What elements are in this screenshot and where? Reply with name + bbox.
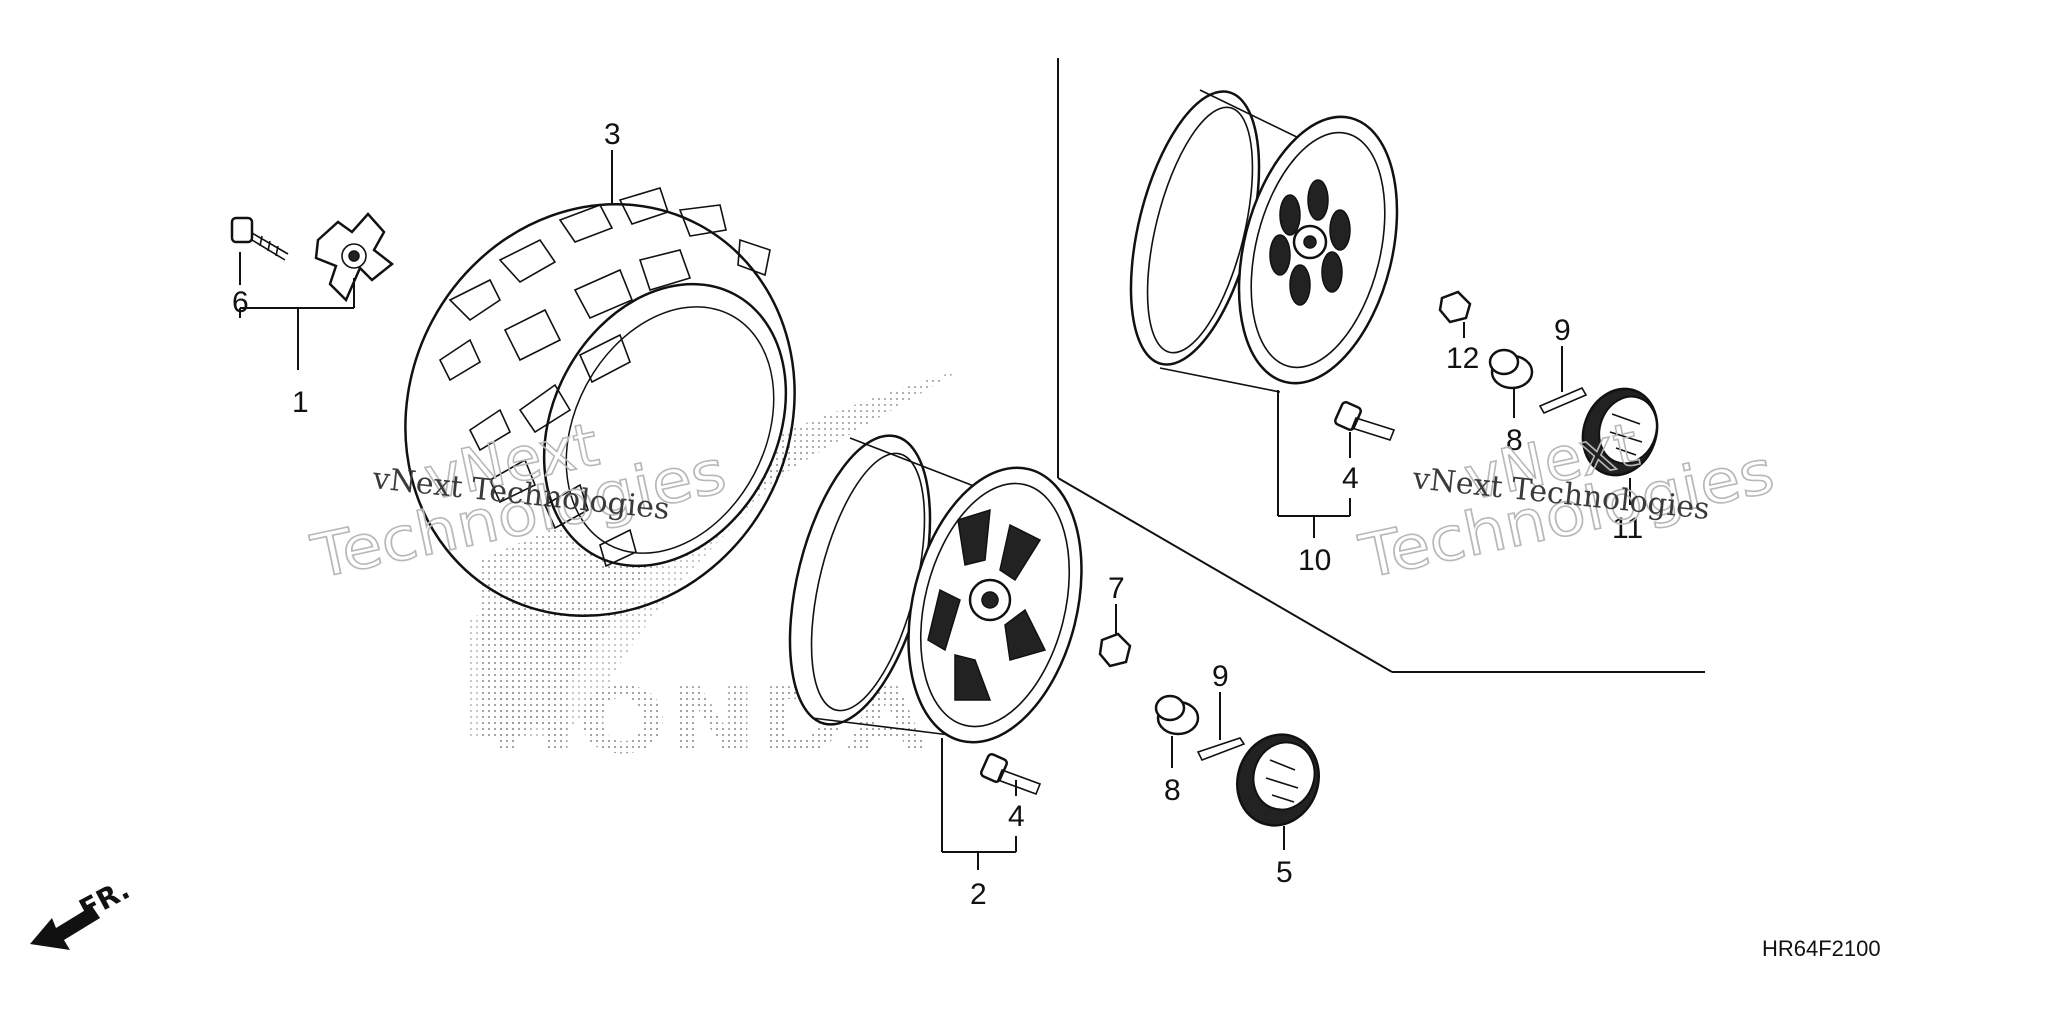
- callout-8-rear: 8: [1506, 424, 1523, 457]
- callout-labels: 6 1 3 4 2 7 8 9 5 12 8 9 4 10 11: [232, 118, 1643, 911]
- inset-frame: [1057, 58, 1705, 673]
- callout-2: 2: [970, 878, 987, 911]
- valve-stem-rear-part-4[interactable]: [1334, 401, 1396, 441]
- front-direction-arrow: FR.: [30, 873, 135, 950]
- callout-6: 6: [232, 286, 249, 319]
- callout-9-front: 9: [1212, 660, 1229, 693]
- callout-7: 7: [1108, 572, 1125, 605]
- cotter-pin-part-9[interactable]: [1196, 737, 1246, 762]
- bolt-part-6[interactable]: [230, 216, 289, 261]
- wheel-part-10[interactable]: [1107, 79, 1423, 400]
- hub-cap-part-11[interactable]: [1571, 378, 1669, 485]
- callout-3: 3: [604, 118, 621, 151]
- leader-lines: [239, 150, 1631, 870]
- callout-10: 10: [1298, 544, 1331, 577]
- callout-8-front: 8: [1164, 774, 1181, 807]
- nut-part-7[interactable]: [1098, 632, 1132, 668]
- tire-part-3[interactable]: [334, 135, 867, 684]
- hub-cap-part-5[interactable]: [1225, 723, 1332, 837]
- flange-nut-part-8[interactable]: [1154, 694, 1200, 736]
- nut-part-12[interactable]: [1438, 290, 1472, 324]
- callout-9-rear: 9: [1554, 314, 1571, 347]
- wheel-spokes: [927, 508, 1047, 701]
- callout-4-front: 4: [1008, 800, 1025, 833]
- cotter-pin-rear-part-9[interactable]: [1538, 386, 1588, 415]
- callout-4-rear: 4: [1342, 462, 1359, 495]
- rear-wheel-holes: [1269, 179, 1351, 306]
- wheel-part-2[interactable]: [764, 421, 1108, 760]
- callout-12: 12: [1446, 342, 1479, 375]
- flange-nut-rear-part-8[interactable]: [1488, 348, 1534, 390]
- callout-5: 5: [1276, 856, 1293, 889]
- diagram-code: HR64F2100: [1762, 936, 1881, 961]
- callout-11: 11: [1612, 512, 1643, 545]
- hub-plate-part-1[interactable]: [314, 212, 395, 303]
- tire-tread: [438, 187, 771, 568]
- callout-1: 1: [292, 386, 309, 419]
- valve-stem-part-4[interactable]: [980, 753, 1042, 796]
